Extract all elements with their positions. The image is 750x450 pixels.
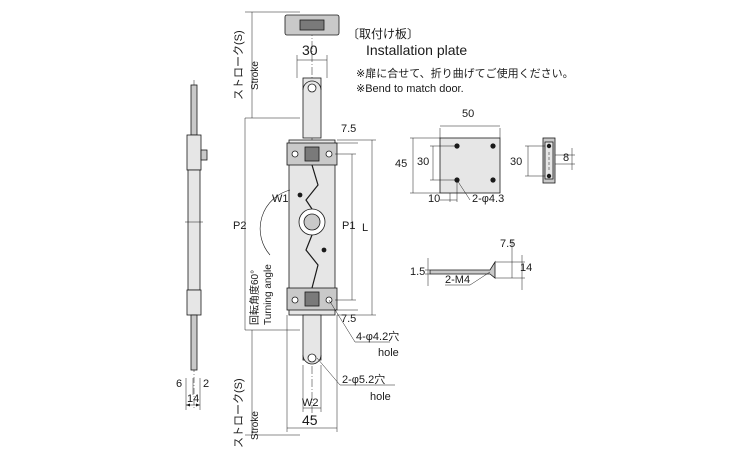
dim-side-6: 6	[176, 378, 183, 390]
stroke-top-ja: ストローク(S)	[233, 30, 245, 100]
turning-angle-en: Turning angle	[263, 264, 274, 325]
plate-side	[525, 137, 575, 184]
dim-w2: W2	[302, 397, 319, 409]
plate-dim-30a: 30	[417, 156, 430, 168]
stroke-top-en: Stroke	[250, 61, 261, 90]
bend-dim-14: 14	[520, 262, 533, 274]
callout-holes-4-en: hole	[378, 347, 399, 359]
bend-dim-thread: 2-M4	[445, 274, 471, 286]
bend-dim-1-5: 1.5	[410, 266, 426, 278]
dim-bottom-width: 45	[302, 412, 318, 428]
plate-dim-8: 8	[563, 152, 570, 164]
callout-holes-2: 2-φ5.2穴	[342, 374, 386, 386]
callout-holes-4: 4-φ4.2穴	[356, 331, 400, 343]
turning-angle-ja: 回転角度60°	[250, 269, 261, 325]
dim-p1: P1	[342, 220, 356, 232]
dim-p2: P2	[233, 220, 247, 232]
stroke-bottom-ja: ストローク(S)	[233, 378, 245, 448]
plate-front	[410, 125, 501, 202]
plate-title: 〔取付け板〕	[347, 27, 420, 41]
dim-w1: W1	[272, 193, 289, 205]
plate-dim-50: 50	[462, 108, 475, 120]
plate-dim-holes: 2-φ4.3	[472, 193, 505, 205]
plate-dim-45: 45	[395, 158, 408, 170]
dim-side-2: 2	[203, 378, 210, 390]
callout-holes-2-en: hole	[370, 391, 391, 403]
dim-side-14: 14	[187, 393, 200, 405]
dim-7-5-top: 7.5	[341, 123, 357, 135]
dim-top-width: 30	[302, 42, 318, 58]
plate-bend	[425, 240, 525, 290]
plate-dim-10: 10	[428, 193, 441, 205]
plate-note-ja: ※扉に合せて、折り曲げてご使用ください。	[356, 68, 574, 80]
front-view	[259, 14, 340, 420]
plate-title-en: Installation plate	[366, 42, 468, 58]
dim-7-5-bottom: 7.5	[341, 313, 357, 325]
side-view	[185, 80, 208, 410]
stroke-bottom-en: Stroke	[250, 411, 261, 440]
front-dimensions	[244, 11, 395, 436]
plate-note-en: ※Bend to match door.	[356, 83, 464, 95]
dim-l: L	[362, 222, 369, 234]
plate-dim-30b: 30	[510, 156, 523, 168]
bend-dim-7-5: 7.5	[500, 238, 516, 250]
